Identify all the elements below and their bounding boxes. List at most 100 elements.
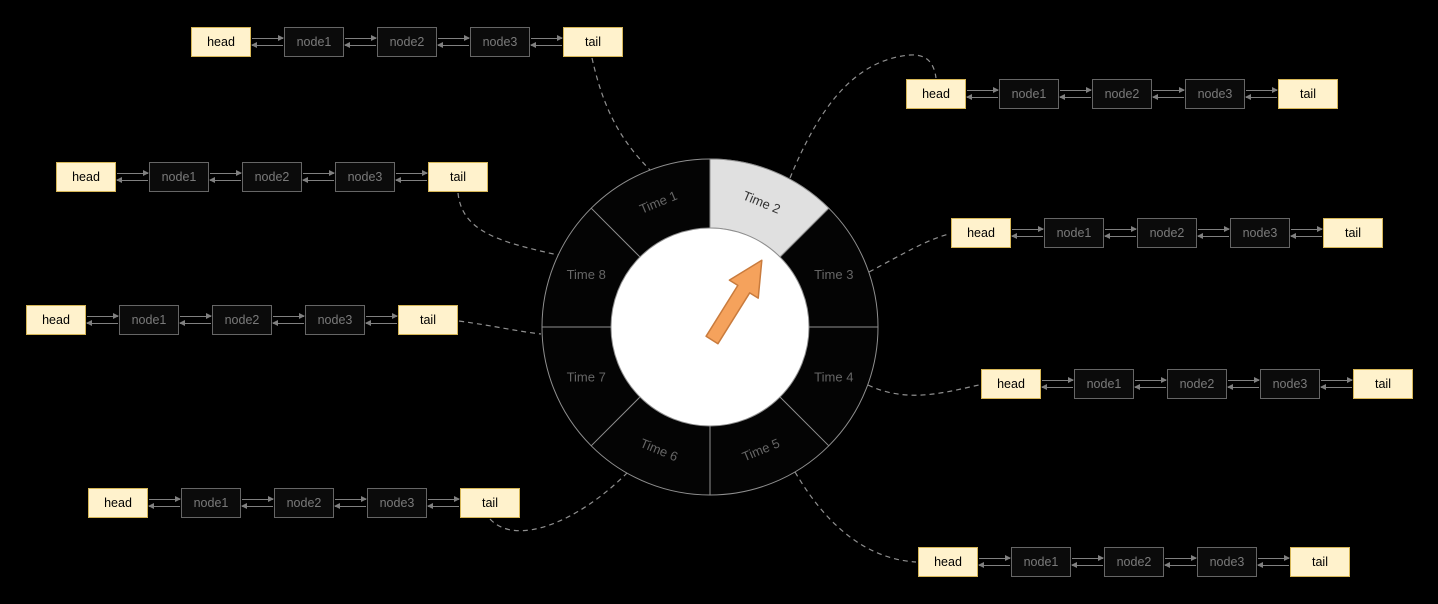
dashed-connector-1	[591, 57, 653, 173]
tail-box: tail	[1353, 369, 1413, 399]
doubly-linked-arrows	[1104, 218, 1137, 248]
dashed-connector-8	[794, 471, 917, 563]
linked-list-8: head node1 node2 node3 tail	[918, 547, 1350, 577]
linked-list-4: head node1 node2 node3 tail	[88, 488, 520, 518]
node-box: node3	[1185, 79, 1245, 109]
linked-list-5: head node1 node2 node3 tail	[906, 79, 1338, 109]
sector-label-time-8: Time 8	[567, 267, 606, 282]
head-box: head	[951, 218, 1011, 248]
node-box: node2	[377, 27, 437, 57]
node-box: node3	[1197, 547, 1257, 577]
node-box: node2	[1104, 547, 1164, 577]
doubly-linked-arrows	[365, 305, 398, 335]
doubly-linked-arrows	[530, 27, 563, 57]
node-box: node1	[149, 162, 209, 192]
doubly-linked-arrows	[437, 27, 470, 57]
node-box: node3	[305, 305, 365, 335]
node-box: node1	[1011, 547, 1071, 577]
doubly-linked-arrows	[179, 305, 212, 335]
tail-box: tail	[428, 162, 488, 192]
doubly-linked-arrows	[1227, 369, 1260, 399]
head-box: head	[981, 369, 1041, 399]
node-box: node2	[212, 305, 272, 335]
tail-box: tail	[398, 305, 458, 335]
node-box: node2	[242, 162, 302, 192]
sector-label-time-3: Time 3	[814, 267, 853, 282]
doubly-linked-arrows	[1041, 369, 1074, 399]
linked-list-7: head node1 node2 node3 tail	[981, 369, 1413, 399]
head-box: head	[26, 305, 86, 335]
dashed-connector-3	[458, 320, 542, 335]
head-box: head	[191, 27, 251, 57]
doubly-linked-arrows	[395, 162, 428, 192]
doubly-linked-arrows	[1257, 547, 1290, 577]
doubly-linked-arrows	[1164, 547, 1197, 577]
doubly-linked-arrows	[251, 27, 284, 57]
linked-list-6: head node1 node2 node3 tail	[951, 218, 1383, 248]
doubly-linked-arrows	[1134, 369, 1167, 399]
tail-box: tail	[1290, 547, 1350, 577]
head-box: head	[56, 162, 116, 192]
tail-box: tail	[1323, 218, 1383, 248]
doubly-linked-arrows	[1071, 547, 1104, 577]
node-box: node1	[119, 305, 179, 335]
doubly-linked-arrows	[209, 162, 242, 192]
node-box: node2	[1137, 218, 1197, 248]
wheel-spoke	[779, 207, 830, 258]
doubly-linked-arrows	[978, 547, 1011, 577]
dashed-connector-6	[868, 233, 950, 273]
doubly-linked-arrows	[1197, 218, 1230, 248]
sector-label-time-4: Time 4	[814, 370, 853, 385]
head-box: head	[906, 79, 966, 109]
linked-list-2: head node1 node2 node3 tail	[56, 162, 488, 192]
doubly-linked-arrows	[86, 305, 119, 335]
wheel-inner-circle	[610, 227, 810, 427]
doubly-linked-arrows	[1290, 218, 1323, 248]
linked-list-1: head node1 node2 node3 tail	[191, 27, 623, 57]
doubly-linked-arrows	[427, 488, 460, 518]
dashed-connector-7	[867, 384, 980, 396]
node-box: node1	[999, 79, 1059, 109]
node-box: node2	[1092, 79, 1152, 109]
tail-box: tail	[460, 488, 520, 518]
tail-box: tail	[1278, 79, 1338, 109]
doubly-linked-arrows	[344, 27, 377, 57]
timing-wheel: Time 1 Time 2 Time 3 Time 4 Time 5 Time …	[541, 158, 879, 496]
node-box: node2	[1167, 369, 1227, 399]
node-box: node3	[1260, 369, 1320, 399]
wheel-spoke	[590, 207, 641, 258]
wheel-spoke	[590, 396, 641, 447]
doubly-linked-arrows	[148, 488, 181, 518]
pointer-arrow-icon	[705, 259, 763, 345]
head-box: head	[88, 488, 148, 518]
doubly-linked-arrows	[241, 488, 274, 518]
doubly-linked-arrows	[1245, 79, 1278, 109]
doubly-linked-arrows	[1059, 79, 1092, 109]
doubly-linked-arrows	[1320, 369, 1353, 399]
wheel-spoke	[779, 396, 830, 447]
dashed-connector-4	[489, 472, 628, 532]
dashed-connector-2	[457, 192, 559, 256]
doubly-linked-arrows	[116, 162, 149, 192]
doubly-linked-arrows	[1011, 218, 1044, 248]
node-box: node3	[1230, 218, 1290, 248]
doubly-linked-arrows	[272, 305, 305, 335]
node-box: node3	[367, 488, 427, 518]
node-box: node1	[1074, 369, 1134, 399]
node-box: node3	[470, 27, 530, 57]
node-box: node3	[335, 162, 395, 192]
linked-list-3: head node1 node2 node3 tail	[26, 305, 458, 335]
doubly-linked-arrows	[334, 488, 367, 518]
head-box: head	[918, 547, 978, 577]
doubly-linked-arrows	[1152, 79, 1185, 109]
node-box: node1	[284, 27, 344, 57]
sector-label-time-7: Time 7	[567, 370, 606, 385]
node-box: node1	[181, 488, 241, 518]
doubly-linked-arrows	[302, 162, 335, 192]
tail-box: tail	[563, 27, 623, 57]
doubly-linked-arrows	[966, 79, 999, 109]
dashed-connector-5	[789, 54, 937, 179]
node-box: node1	[1044, 218, 1104, 248]
